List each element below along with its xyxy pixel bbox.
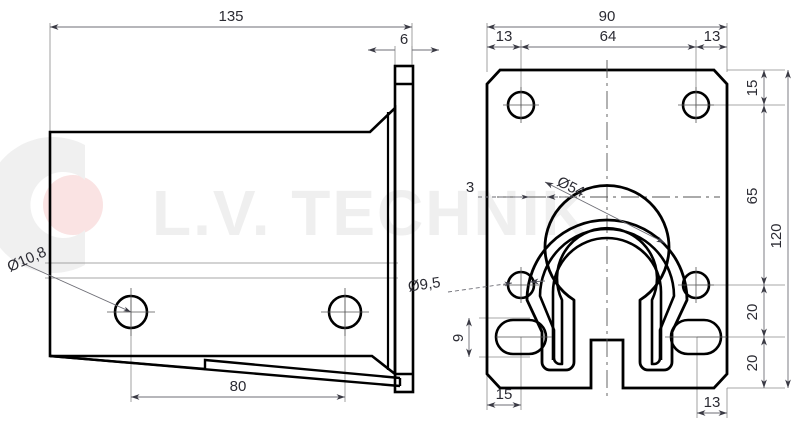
watermark-label: L.V. TECHNIK [152,177,590,249]
dim-gap-3-label: 3 [466,179,474,196]
front-view-hole-top-left [503,87,539,123]
dim-total-120: 120 [768,70,791,388]
dim-13-left-label: 13 [496,28,513,45]
dim-135: 135 [50,8,412,30]
front-view-hole-top-right [678,87,714,123]
dim-slot-x-15-label: 15 [496,386,513,403]
front-view-slot-left [494,318,552,356]
front-view-plate-outline [485,68,729,390]
dim-hole-95: Ø9,5 [407,274,546,295]
watermark-mark [0,137,85,273]
dim-edge-bottom-13: 13 [697,394,727,416]
side-view-flange-plate [393,64,415,394]
dim-chain-right: 15 65 20 20 [744,70,767,388]
dim-slot-height-9: 9 [450,318,472,357]
dim-80: 80 [131,378,345,400]
dim-90-label: 90 [599,8,616,25]
dim-chain-top: 13 64 13 [487,28,727,50]
front-view-slot-right [665,318,727,356]
dim-80-label: 80 [230,378,247,395]
dim-6-label: 6 [400,31,408,48]
side-view-taper-lip [49,354,402,388]
watermark-dot [43,175,103,235]
dim-low-20a-label: 20 [744,304,761,321]
dim-top-15-label: 15 [744,80,761,97]
dim-64-label: 64 [600,28,617,45]
dim-total-120-label: 120 [768,223,785,248]
dim-edge-bottom-13-label: 13 [704,394,721,411]
watermark: L.V. TECHNIK [0,137,590,273]
front-view-hole-bottom-right [678,267,714,303]
dim-slot-height-9-label: 9 [450,334,467,342]
dim-135-label: 135 [218,8,243,25]
dim-6: 6 [368,31,439,53]
dim-slot-x-15: 15 [487,386,521,408]
dim-low-20b-label: 20 [744,355,761,372]
front-view-hole-bottom-left [503,267,539,303]
dim-90: 90 [487,8,727,30]
dim-13-right-label: 13 [704,28,721,45]
dim-hole-95-label: Ø9,5 [407,274,442,295]
dim-mid-65-label: 65 [744,188,761,205]
side-view-hole-right [321,288,369,336]
